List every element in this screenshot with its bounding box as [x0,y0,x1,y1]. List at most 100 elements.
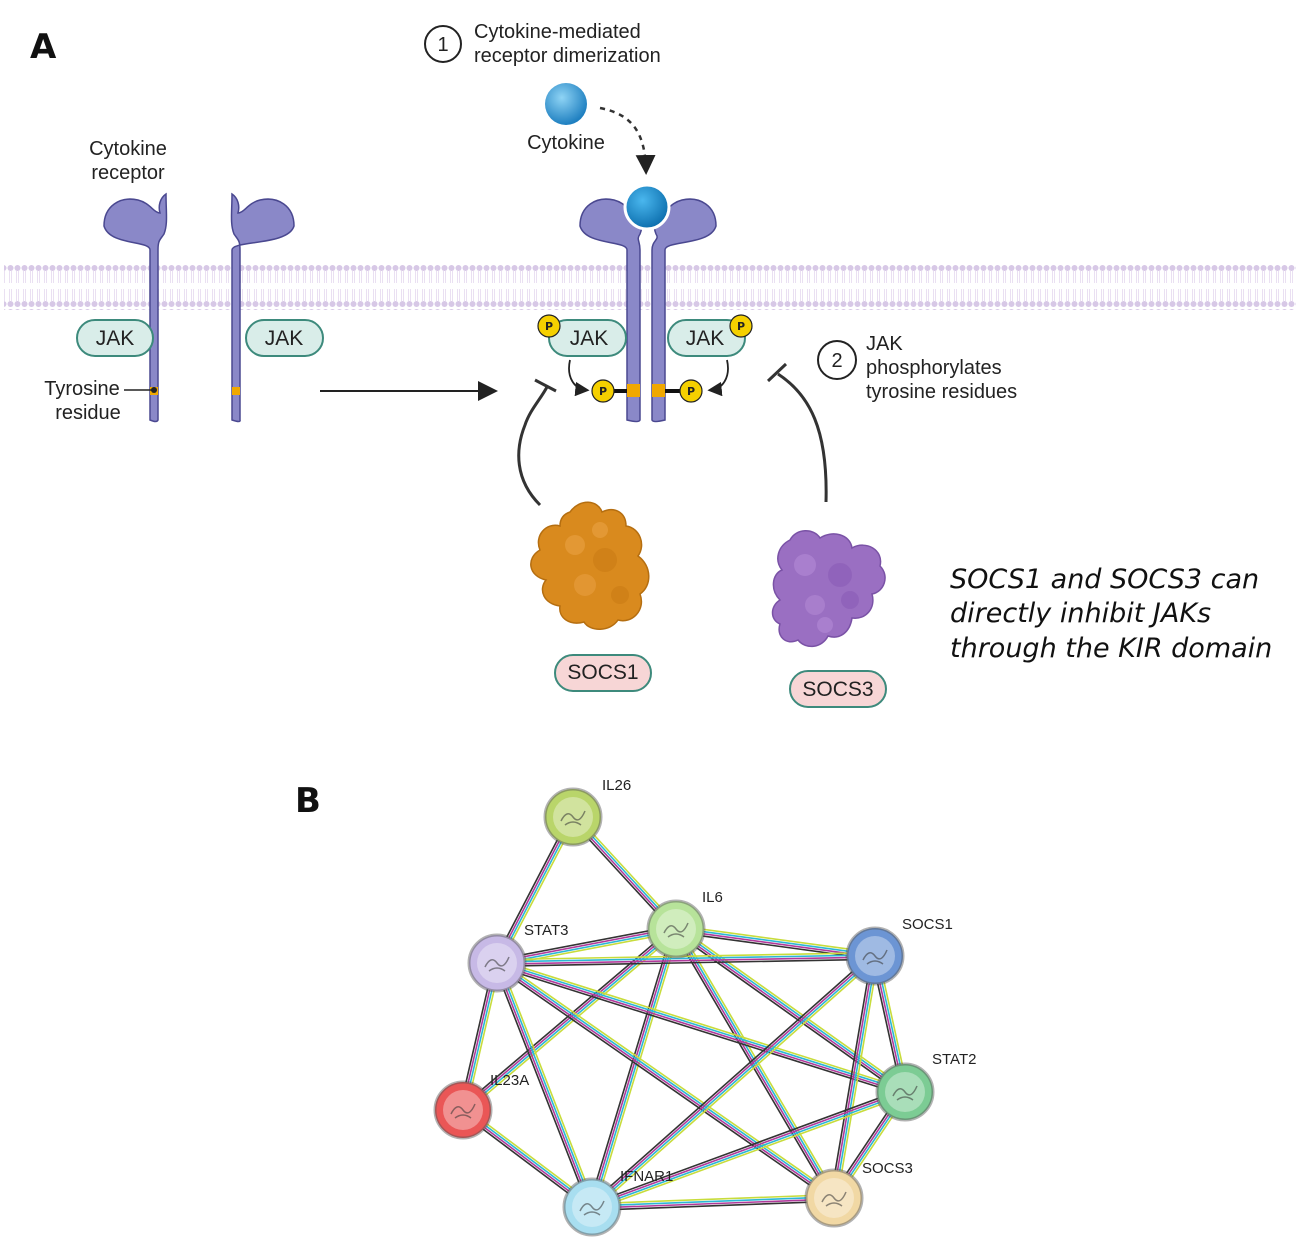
step2-number: 2 [831,350,842,372]
network-edge-strand [496,927,676,963]
network-edge-strand [677,925,908,1090]
phosphorylation-arrow-right [707,359,729,397]
network-edge-strand [592,1200,835,1212]
step2-line1: JAK [866,333,903,355]
network-edge-strand [497,956,876,965]
socs3-inhibition-line [777,372,828,503]
node-label: IL6 [702,889,723,906]
node-label: IL26 [602,777,631,794]
protein-structure-icon [450,1103,476,1119]
jak-label: JAK [96,327,135,350]
network-edge-strand [590,928,676,1207]
receptor-label-line2: receptor [91,162,165,184]
node-label: IFNAR1 [620,1168,673,1185]
note-line3: through the KIR domain [950,633,1272,664]
network-node-stat2[interactable]: STAT2 [875,1051,976,1122]
network-edge-strand [672,930,832,1201]
step2-line2: phosphorylates [866,357,1002,379]
jak-label: JAK [686,327,725,350]
network-node-socs1[interactable]: SOCS1 [845,916,953,986]
network-edge-strand [591,1090,905,1207]
network-node-socs3[interactable]: SOCS3 [804,1160,913,1228]
note-line2: directly inhibit JAKs [950,598,1211,629]
socs1-tag: SOCS1 [554,654,652,692]
network-edge-strand [493,963,590,1209]
cell-membrane [4,264,1296,310]
network-edge-strand [495,963,834,1200]
socs1-protein [530,501,650,630]
jak-label: JAK [265,327,304,350]
cytokine-binding-arrow [599,106,656,175]
network-edge-strand [590,1088,905,1205]
phosphorylation-arrow-left [568,359,590,397]
network-edge-strand [494,965,833,1202]
network-edge-strand [592,929,678,1208]
phospho-tyrosine-left [591,379,615,403]
network-edge-strand [497,962,594,1207]
socs3-tag: SOCS3 [789,670,887,708]
network-edge-strand [498,959,837,1196]
network-node-stat3[interactable]: STAT3 [467,922,568,993]
receptor-label-line1: Cytokine [89,138,167,160]
network-edge-strand [497,961,836,1198]
step2-line3: tyrosine residues [866,381,1017,403]
node-label: SOCS3 [862,1160,913,1177]
socs1-inhibition-line [517,386,549,507]
jak-dimer-left: JAK P [537,314,627,357]
network-edge-stat3-ifnar1 [493,961,596,1209]
network-edge-strand [461,927,676,1110]
step1-circle [424,25,462,63]
network-edge-strand [829,955,873,1198]
cytokine-label: Cytokine [527,132,605,154]
phospho-badge [729,314,753,338]
network-edge-socs1-ifnar1 [589,952,878,1211]
network-edge-socs1-socs3 [829,955,880,1199]
node-label: IL23A [490,1072,529,1089]
protein-structure-icon [862,949,888,965]
panel-b-letter: B [295,781,321,821]
network-edge-strand [594,929,680,1209]
network-edge-strand [592,1092,906,1209]
network-edge-strand [592,1198,835,1209]
network-edge-strand [590,954,875,1207]
network-edge-strand [673,931,904,1096]
socs3-label: SOCS3 [802,678,873,701]
tyrosine-label-line2: residue [55,402,121,424]
network-edge-strand [497,959,907,1090]
jak-label: JAK [570,327,609,350]
network-edge-strand [676,927,876,956]
network-edge-strand [496,924,676,961]
network-edge-stat3-socs1 [496,951,876,968]
node-label: SOCS1 [902,916,953,933]
network-edge-strand [496,951,875,961]
network-node-il23a[interactable]: IL23A [433,1072,529,1140]
network-edge-strand [591,1196,834,1207]
note-line1: SOCS1 and SOCS3 can [950,564,1259,595]
socs3-inhibition-bar [766,362,788,383]
node-label: STAT2 [932,1051,976,1068]
phospho-label: P [687,385,695,398]
protein-structure-icon [560,810,586,826]
phospho-label: P [545,320,553,333]
jak-left-1: JAK [76,319,154,357]
phospho-tyrosine-right [679,379,703,403]
network-edge-strand [495,963,592,1208]
network-edge-strand [593,957,878,1211]
network-edge-ifnar1-socs3 [591,1193,835,1212]
network-edge-strand [589,952,874,1206]
cytokine-receptor-left-2 [230,192,295,423]
panel-a-letter: A [30,27,57,67]
network-node-ifnar1[interactable]: IFNAR1 [562,1168,673,1237]
step2-circle [817,340,857,380]
network-node-il26[interactable]: IL26 [543,777,631,847]
network-edge-stat2-ifnar1 [590,1088,907,1211]
socs1-inhibition-bar [534,378,557,393]
network-node-il6[interactable]: IL6 [646,889,723,959]
network-edge-strand [592,1094,907,1211]
phospho-label: P [599,385,607,398]
cytokine-bound [623,183,671,231]
network-edge-stat3-stat2 [495,959,907,1096]
network-edge-strand [588,927,674,1207]
